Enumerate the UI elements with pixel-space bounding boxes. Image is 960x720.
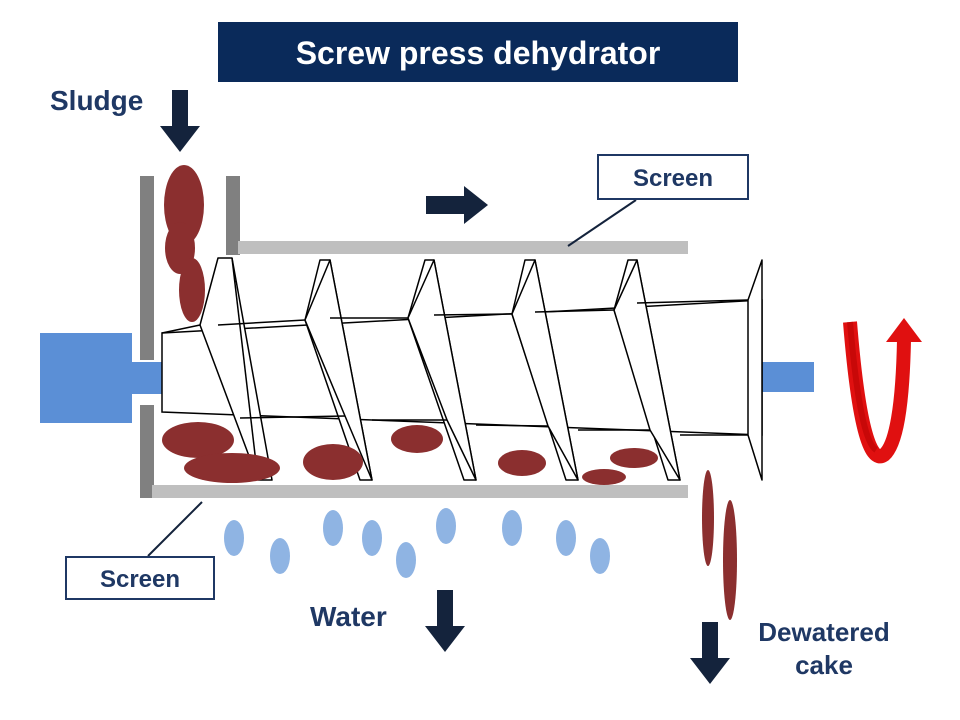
sludge-blob — [162, 422, 234, 458]
screen-bottom-callout: Screen — [65, 501, 215, 600]
sludge-inlet-arrow-icon — [160, 90, 200, 152]
cake-piece — [702, 470, 714, 566]
screen-bottom — [152, 485, 688, 498]
water-droplet — [362, 520, 382, 556]
sludge-particles — [162, 165, 658, 485]
sludge-blob — [184, 453, 280, 483]
dewatered-label-line2: cake — [795, 650, 853, 680]
dewatered-cake-pieces — [702, 470, 737, 620]
water-droplet — [436, 508, 456, 544]
screw-flights — [161, 257, 763, 481]
screen-bottom-label: Screen — [100, 566, 180, 593]
drive-shaft — [40, 333, 168, 423]
sludge-blob — [391, 425, 443, 453]
water-droplet — [270, 538, 290, 574]
water-droplets — [224, 508, 610, 578]
screen-top-label: Screen — [633, 165, 713, 192]
output-shaft — [762, 362, 814, 392]
inlet-wall-right — [226, 176, 240, 255]
water-droplet — [556, 520, 576, 556]
sludge-blob — [303, 444, 363, 480]
water-outlet-arrow-icon — [425, 590, 465, 652]
rotation-arrow-icon — [843, 318, 922, 464]
title-banner — [218, 22, 738, 82]
sludge-label: Sludge — [50, 85, 143, 116]
screen-top-callout: Screen — [567, 154, 749, 247]
dewatered-label-line1: Dewatered — [758, 617, 890, 647]
water-droplet — [502, 510, 522, 546]
inlet-wall-left-upper — [140, 176, 154, 360]
inlet-wall-left-lower — [140, 405, 154, 498]
sludge-blob — [498, 450, 546, 476]
flow-direction-arrow-icon — [426, 186, 488, 224]
sludge-blob — [610, 448, 658, 468]
water-droplet — [224, 520, 244, 556]
cake-outlet-arrow-icon — [690, 622, 730, 684]
cake-piece — [723, 500, 737, 620]
sludge-blob — [582, 469, 626, 485]
sludge-blob — [179, 258, 205, 322]
title: Screw press dehydrator — [296, 35, 661, 71]
water-droplet — [590, 538, 610, 574]
water-droplet — [396, 542, 416, 578]
water-droplet — [323, 510, 343, 546]
water-label: Water — [310, 601, 387, 632]
screen-top — [238, 241, 688, 254]
